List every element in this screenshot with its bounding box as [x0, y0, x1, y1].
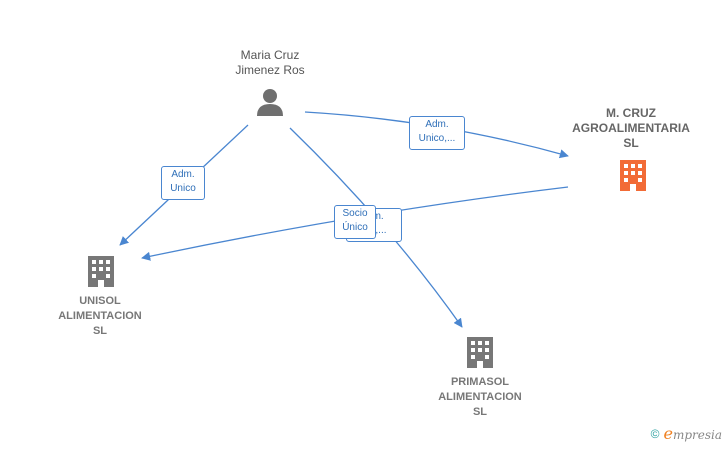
main-company-label[interactable]: M. CRUZ AGROALIMENTARIA SL — [572, 106, 690, 150]
main-company-building-icon[interactable] — [620, 160, 646, 191]
primasol-building-icon[interactable] — [467, 337, 493, 368]
edge-label-adm-unico-unisol[interactable]: Adm. Unico — [161, 166, 205, 200]
unisol-building-icon[interactable] — [88, 256, 114, 287]
edge-label-adm-unico-main[interactable]: Adm. Unico,... — [409, 116, 465, 150]
edge-label-socio-unico[interactable]: Socio Único — [334, 205, 376, 239]
person-label[interactable]: Maria Cruz Jimenez Ros — [235, 48, 305, 77]
primasol-label[interactable]: PRIMASOL ALIMENTACION SL — [438, 376, 522, 418]
copyright-symbol: © — [650, 426, 660, 441]
unisol-label[interactable]: UNISOL ALIMENTACION SL — [58, 295, 142, 337]
brand-logo[interactable]: empresia — [663, 424, 722, 443]
footer-brand: © empresia — [651, 424, 722, 443]
person-icon[interactable] — [257, 89, 283, 116]
